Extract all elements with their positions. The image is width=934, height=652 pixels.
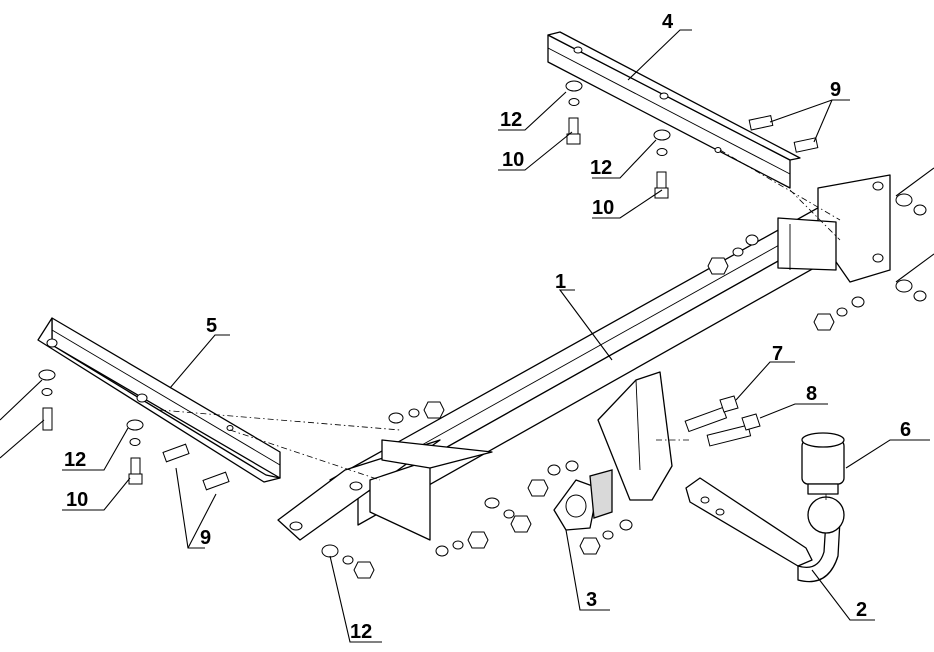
bracket-5 [37,317,281,483]
callout-12-upper-right: 12 [590,157,612,179]
callout-2: 2 [856,599,867,621]
bolt-7 [684,395,739,433]
callout-5: 5 [206,315,217,337]
callout-10-upper-right: 10 [592,197,614,219]
assembly-lines [159,149,841,500]
callout-10-left: 10 [66,489,88,511]
callout-7: 7 [772,343,783,365]
bolts-4 [565,80,819,199]
callout-4: 4 [662,11,674,33]
callout-12-upper-left: 12 [500,109,522,131]
bolt-8 [706,413,761,447]
ball-cover-6 [801,432,845,495]
callout-9-upper: 9 [830,79,841,101]
callout-12-bottom: 12 [350,621,372,643]
callout-8: 8 [806,383,817,405]
callout-3: 3 [586,589,597,611]
callout-labels: 1 2 3 4 5 6 7 8 9 9 10 10 10 12 12 12 12 [64,11,911,643]
beam-hardware [321,193,927,579]
main-beam-1 [277,174,891,541]
socket-plate-3 [553,469,613,531]
callout-12-left: 12 [64,449,86,471]
bolts-5 [38,369,230,491]
leader-lines [0,29,934,643]
callout-9-lower: 9 [200,527,211,549]
callout-1: 1 [555,271,566,293]
tow-ball-2 [685,477,845,583]
bracket-4 [547,31,801,189]
callout-6: 6 [900,419,911,441]
callout-10-upper-left: 10 [502,149,524,171]
